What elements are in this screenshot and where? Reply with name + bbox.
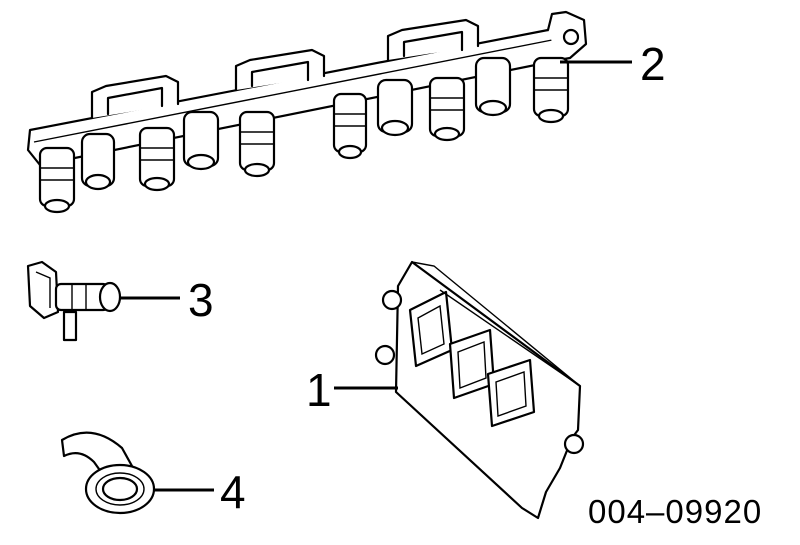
callout-1-label: 1 xyxy=(306,364,332,416)
coil-3 xyxy=(138,126,176,192)
diagram-code: 004–09920 xyxy=(588,493,762,530)
coil-7 xyxy=(376,78,414,137)
callout-2-label: 2 xyxy=(640,38,666,90)
callout-3-label: 3 xyxy=(188,274,214,326)
ignition-coil-rail xyxy=(26,10,588,214)
callout-1: 1 xyxy=(306,364,398,416)
callout-3: 3 xyxy=(120,274,214,326)
coil-4 xyxy=(182,110,220,171)
coil-2 xyxy=(80,132,116,191)
callout-4: 4 xyxy=(154,466,246,518)
callout-4-label: 4 xyxy=(220,466,246,518)
coil-8 xyxy=(428,76,466,142)
coil-1 xyxy=(38,146,76,214)
engine-control-module xyxy=(374,260,585,520)
coil-5 xyxy=(238,110,276,178)
knock-sensor xyxy=(60,431,156,515)
coil-6 xyxy=(332,92,368,160)
coil-10 xyxy=(532,56,570,124)
position-sensor xyxy=(26,260,122,342)
callout-2: 2 xyxy=(560,38,666,90)
coil-9 xyxy=(474,56,512,117)
